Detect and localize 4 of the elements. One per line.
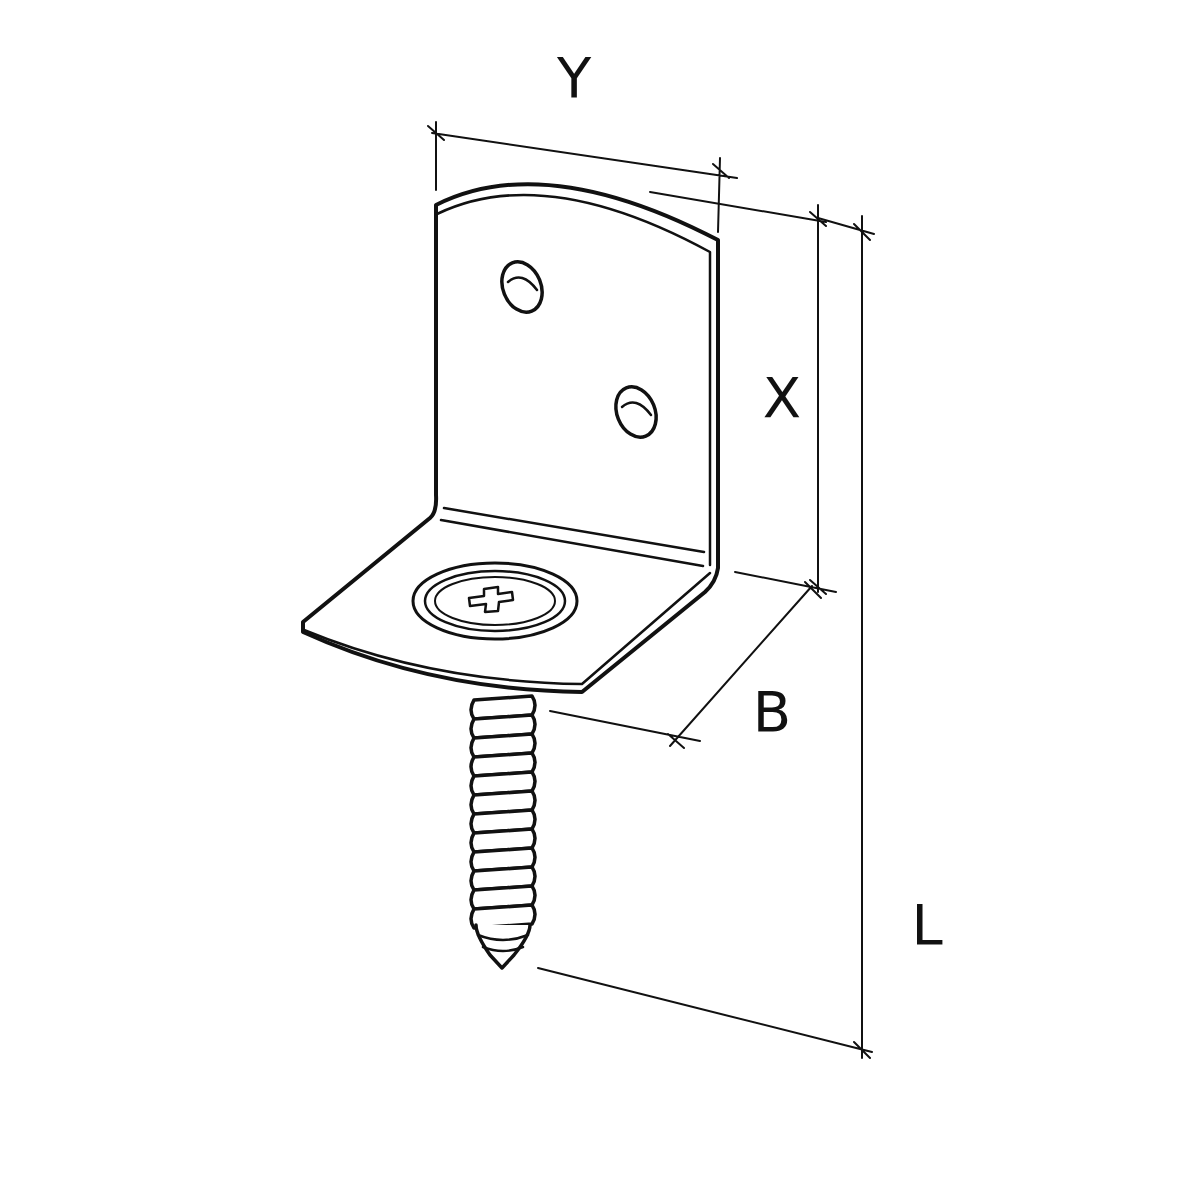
dimension-label: Y — [556, 50, 592, 106]
dimension-label: B — [752, 684, 792, 740]
dimension-label: L — [911, 897, 943, 953]
dimension-label: X — [762, 370, 802, 426]
